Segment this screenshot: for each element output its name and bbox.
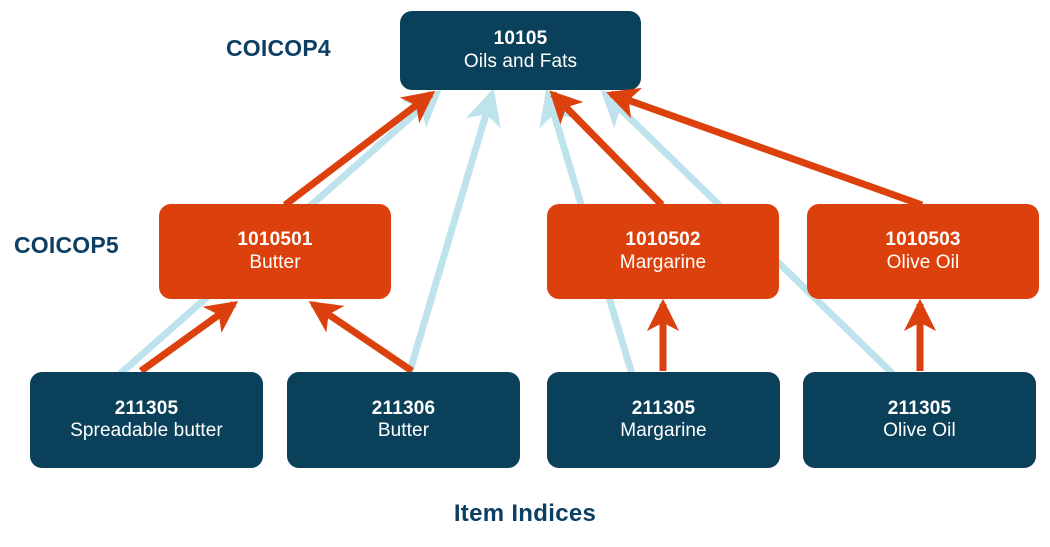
node-name: Margarine	[620, 420, 707, 441]
edge-e-orange-1010503-to-10105	[606, 87, 924, 209]
node-code: 211305	[887, 397, 952, 419]
edge-e-orange-butter306-to-1010501	[308, 301, 414, 374]
tier-label-coicop5: COICOP5	[14, 232, 119, 258]
node-code: 211305	[114, 397, 179, 419]
node-code: 1010502	[625, 229, 701, 251]
node-name: Butter	[377, 420, 430, 441]
node-code: 211306	[371, 397, 436, 419]
node-name: Spreadable butter	[70, 420, 223, 441]
node-name: Margarine	[619, 251, 707, 273]
node-name: Olive Oil	[883, 420, 956, 441]
node-name: Oils and Fats	[463, 50, 578, 72]
diagram-caption: Item Indices	[453, 500, 597, 527]
node-code: 1010503	[885, 229, 961, 251]
tier-label-coicop4: COICOP4	[226, 35, 331, 61]
node-code: 1010501	[237, 229, 313, 251]
edge-e-orange-spreadable-to-1010501	[138, 300, 239, 374]
orange-edges-upper	[282, 87, 924, 209]
edge-e-orange-1010501-to-10105	[282, 90, 436, 208]
node-name: Butter	[249, 251, 301, 273]
node-name: Olive Oil	[886, 251, 960, 273]
node-code: 10105	[493, 28, 548, 50]
edge-e-orange-1010502-to-10105	[549, 90, 665, 208]
orange-edges-lower	[138, 298, 937, 374]
node-code: 211305	[631, 397, 696, 419]
edge-e-blue-butter306-to-10105	[405, 88, 501, 375]
